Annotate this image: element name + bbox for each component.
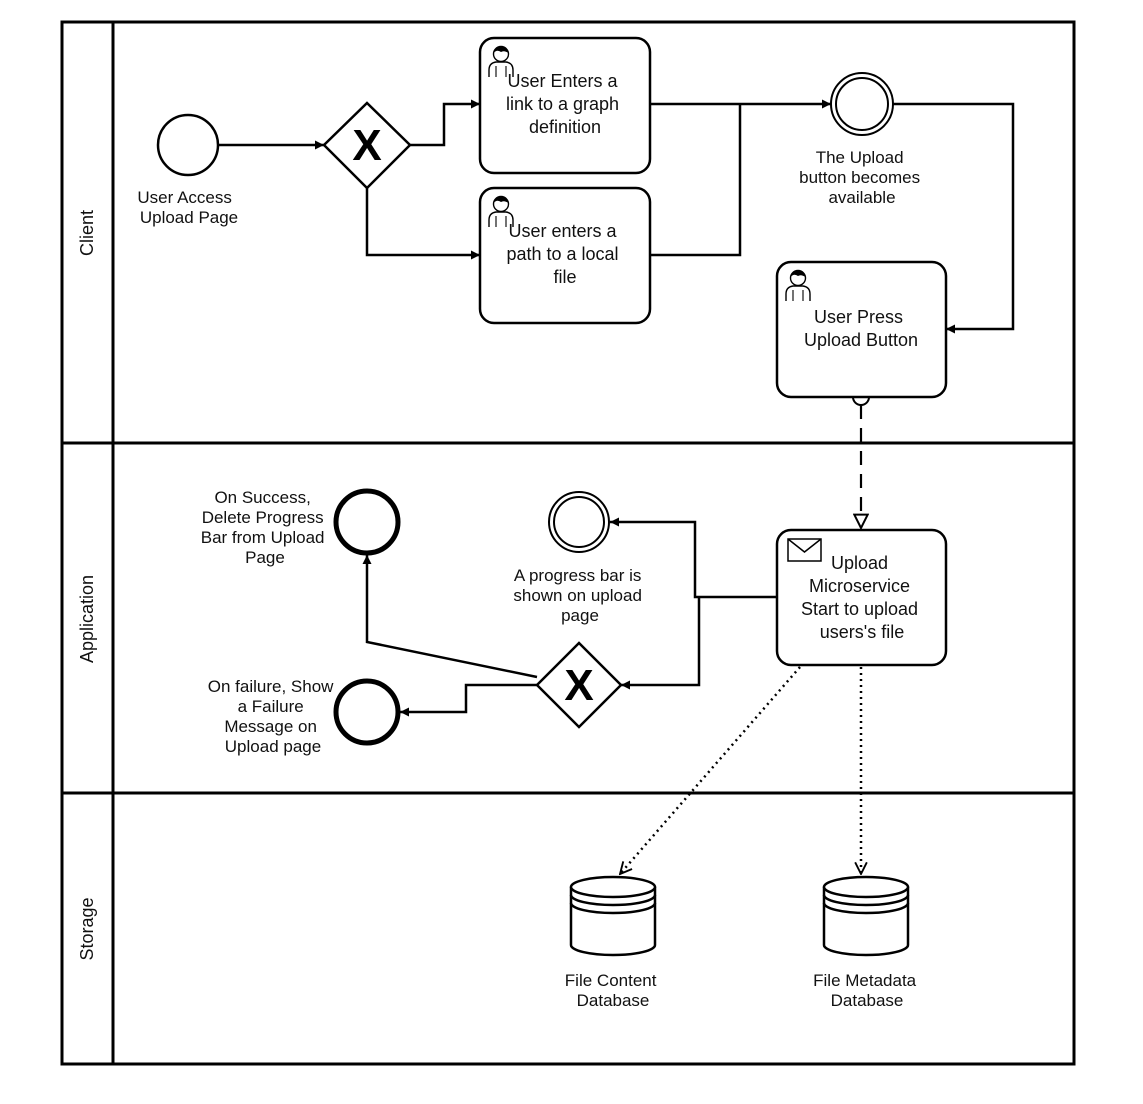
task-label: User Press Upload Button [804,307,918,350]
end-event-circle[interactable] [333,678,401,746]
task-user-press-upload[interactable]: User Press Upload Button [775,260,948,399]
end-event-success[interactable]: On Success, Delete Progress Bar from Upl… [201,488,401,567]
flow-gateway-to-success-end [362,555,538,679]
gateway-x-icon: X [352,121,381,170]
intermediate-event-label: The Upload button becomes available [799,148,925,207]
task-box[interactable] [478,186,652,325]
intermediate-event-outer[interactable] [548,491,610,553]
task-box[interactable] [775,528,948,667]
sequence-flows-application [362,517,777,717]
task-label: User enters a path to a local file [506,221,623,287]
exclusive-gateway-client[interactable]: X [322,101,412,190]
gateway-diamond[interactable] [322,101,412,190]
flow-microservice-to-gateway [621,597,701,690]
task-user-enters-link[interactable]: User Enters a link to a graph definition [478,36,652,175]
end-event-failure[interactable]: On failure, Show a Failure Message on Up… [208,677,401,756]
data-store-label: File Content Database [565,971,661,1010]
flow-path-task-to-upload-event [650,104,742,257]
intermediate-event-outer[interactable] [830,72,894,136]
lane-label-client: Client [77,210,97,256]
end-event-label: On Success, Delete Progress Bar from Upl… [201,488,330,567]
gateway-diamond[interactable] [535,641,623,729]
data-associations [620,666,861,874]
database-icon [822,875,910,957]
lane-label-application: Application [77,575,97,663]
intermediate-event-inner [553,496,605,548]
task-upload-microservice[interactable]: Upload Microservice Start to upload user… [775,528,948,667]
association-to-content-db [620,666,801,874]
intermediate-event-inner [835,77,889,131]
flow-gateway-to-failure-end [400,683,537,717]
task-box[interactable] [775,260,948,399]
task-label: User Enters a link to a graph definition [506,71,624,137]
end-event-circle[interactable] [333,488,401,556]
flow-microservice-to-progress-event [610,517,777,599]
start-event-user-access[interactable]: User Access Upload Page [137,113,238,227]
user-icon [782,267,814,303]
intermediate-event-label: A progress bar is shown on upload page [513,566,646,625]
start-event-circle[interactable] [156,113,220,177]
task-label: Upload Microservice Start to upload user… [801,553,923,642]
gateway-x-icon: X [564,661,593,710]
task-user-enters-path[interactable]: User enters a path to a local file [478,186,652,325]
data-store-file-content[interactable]: File Content Database [565,875,661,1010]
flow-gateway-to-path-task [365,188,480,260]
intermediate-event-progress-bar[interactable]: A progress bar is shown on upload page [513,491,646,625]
data-store-file-metadata[interactable]: File Metadata Database [813,875,921,1010]
start-event-label: User Access Upload Page [137,188,238,227]
exclusive-gateway-application[interactable]: X [535,641,623,729]
intermediate-event-upload-available[interactable]: The Upload button becomes available [799,72,925,207]
end-event-label: On failure, Show a Failure Message on Up… [208,677,338,756]
flow-upload-event-to-press-task [893,102,1015,334]
sequence-flows-client [219,99,1015,334]
task-box[interactable] [478,36,652,175]
envelope-icon [787,538,822,562]
data-store-label: File Metadata Database [813,971,921,1010]
flow-gateway-to-link-task [410,99,480,147]
lane-label-storage: Storage [77,897,97,960]
database-icon [569,875,657,957]
